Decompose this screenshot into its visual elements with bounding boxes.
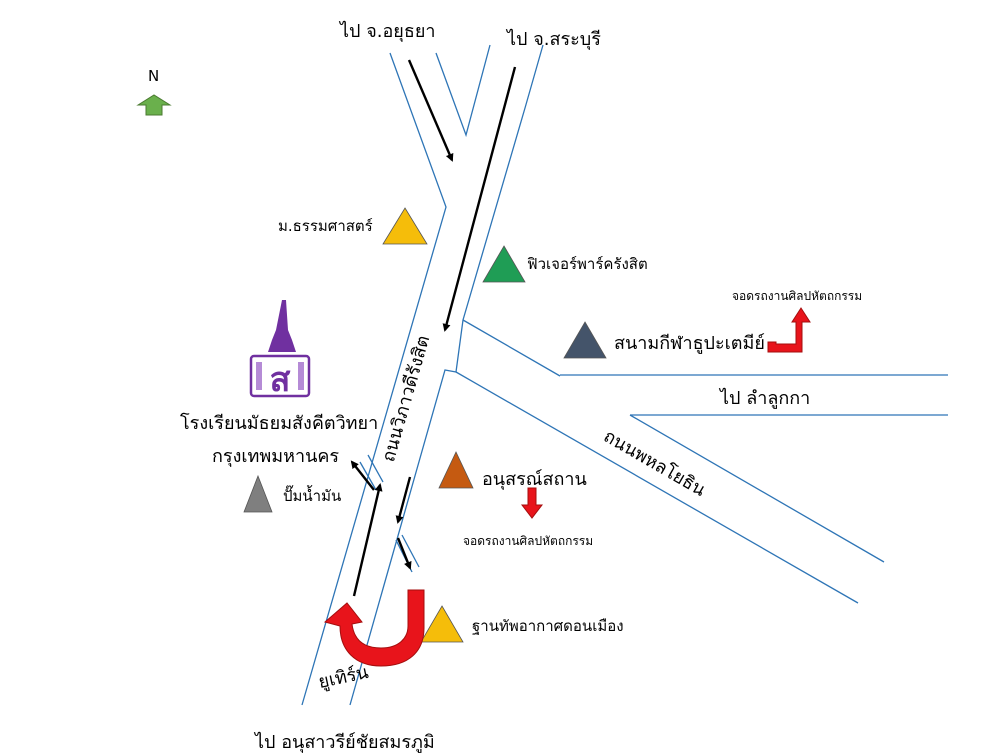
school-logo: ส <box>249 300 311 400</box>
thammasat-triangle-icon <box>382 207 428 245</box>
memorial-triangle-icon <box>438 451 474 489</box>
school-city: กรุงเทพมหานคร <box>212 446 340 467</box>
phahon-east-edge <box>629 414 885 563</box>
stadium-triangle-icon <box>563 321 607 359</box>
logo-side-left-icon <box>256 362 262 390</box>
road-edge-left <box>301 52 447 706</box>
arrow-northbound <box>352 483 383 597</box>
direction-arrows <box>350 59 517 597</box>
logo-side-right-icon <box>298 362 304 390</box>
vibhavadi-road <box>301 44 544 706</box>
ramp-right-b <box>401 534 420 568</box>
fork-inner <box>435 44 491 138</box>
arrow-exit-left <box>350 460 375 491</box>
phahonyothin-road <box>455 319 885 604</box>
parking-label-top: จอดรถงานศิลปหัตถกรรม <box>732 289 863 303</box>
arrow-southbound <box>395 476 412 524</box>
logo-spire-icon <box>268 300 296 352</box>
logo-base-icon <box>249 354 311 398</box>
landmark-stadium: สนามกีฬาธูปะเตมีย์ <box>614 333 765 354</box>
destination-ayutthaya: ไป จ.อยุธยา <box>340 21 436 42</box>
gas-station-triangle-icon <box>243 474 273 513</box>
landmark-markers <box>243 207 607 643</box>
landmark-memorial: อนุสรณ์สถาน <box>482 469 587 490</box>
compass-label: N <box>148 67 160 85</box>
arrow-from-ayutthaya <box>407 59 454 162</box>
landmark-thammasat: ม.ธรรมศาสตร์ <box>278 217 373 235</box>
airbase-triangle-icon <box>420 605 464 643</box>
parking-arrow-bottom-icon <box>520 487 544 519</box>
destination-lamlukka: ไป ลำลูกกา <box>720 388 811 409</box>
destination-saraburi: ไป จ.สระบุรี <box>507 29 601 50</box>
road-edge-right <box>349 44 544 706</box>
north-arrow-icon <box>136 94 172 116</box>
ramp-left-a <box>359 461 377 491</box>
logo-glyph: ส <box>270 360 291 400</box>
arrow-from-saraburi <box>442 66 517 332</box>
parking-label-bottom: จอดรถงานศิลปหัตถกรรม <box>463 534 594 548</box>
landmark-future-park: ฟิวเจอร์พาร์ครังสิต <box>527 255 648 273</box>
destination-victory-monument: ไป อนุสาวรีย์ชัยสมรภูมิ <box>255 732 435 753</box>
landmark-airbase: ฐานทัพอากาศดอนเมือง <box>472 617 624 635</box>
school-name: โรงเรียนมัธยมสังคีตวิทยา <box>180 413 379 434</box>
lamlukka-road <box>560 374 948 416</box>
ramp-left-b <box>367 454 384 483</box>
phahon-edge-upper <box>462 319 561 377</box>
parking-arrow-top-icon <box>767 307 811 353</box>
future-park-triangle-icon <box>482 245 526 283</box>
arrow-exit-right <box>396 537 412 570</box>
landmark-gas-station: ปั๊มน้ำมัน <box>283 487 342 505</box>
u-turn-arrow-icon <box>323 589 425 667</box>
phahon-edge-lower <box>455 371 859 604</box>
